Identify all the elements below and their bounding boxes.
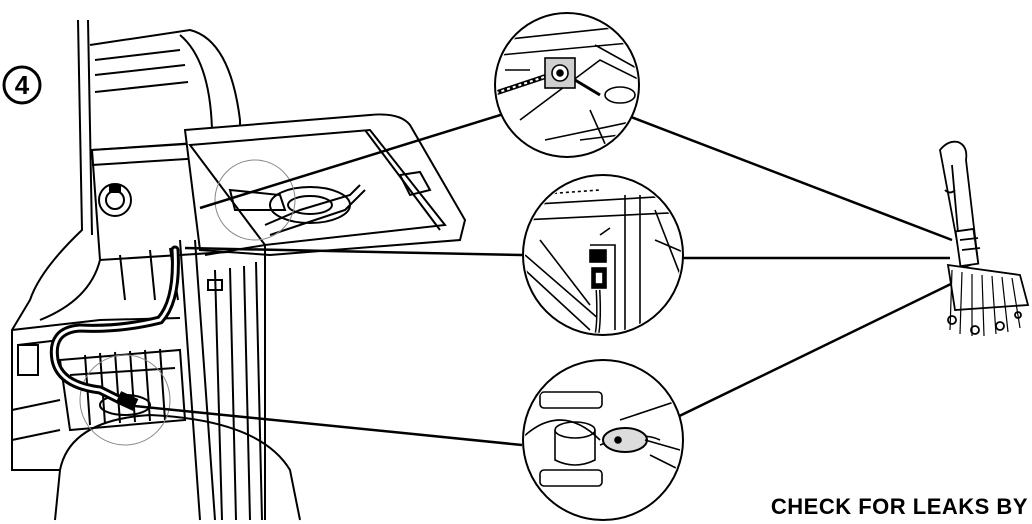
hose-illustration <box>49 245 180 411</box>
valve-connection-detail <box>494 12 640 158</box>
brush-icon <box>939 140 1030 337</box>
regulator-fitting-detail <box>522 174 684 336</box>
step-number: 4 <box>15 70 30 100</box>
callout-lines <box>124 110 523 447</box>
caption: CHECK FOR LEAKS BY <box>770 494 1028 519</box>
grill-illustration <box>11 19 467 521</box>
tank-valve-detail <box>522 359 684 521</box>
step-number-badge: 4 <box>2 65 42 105</box>
